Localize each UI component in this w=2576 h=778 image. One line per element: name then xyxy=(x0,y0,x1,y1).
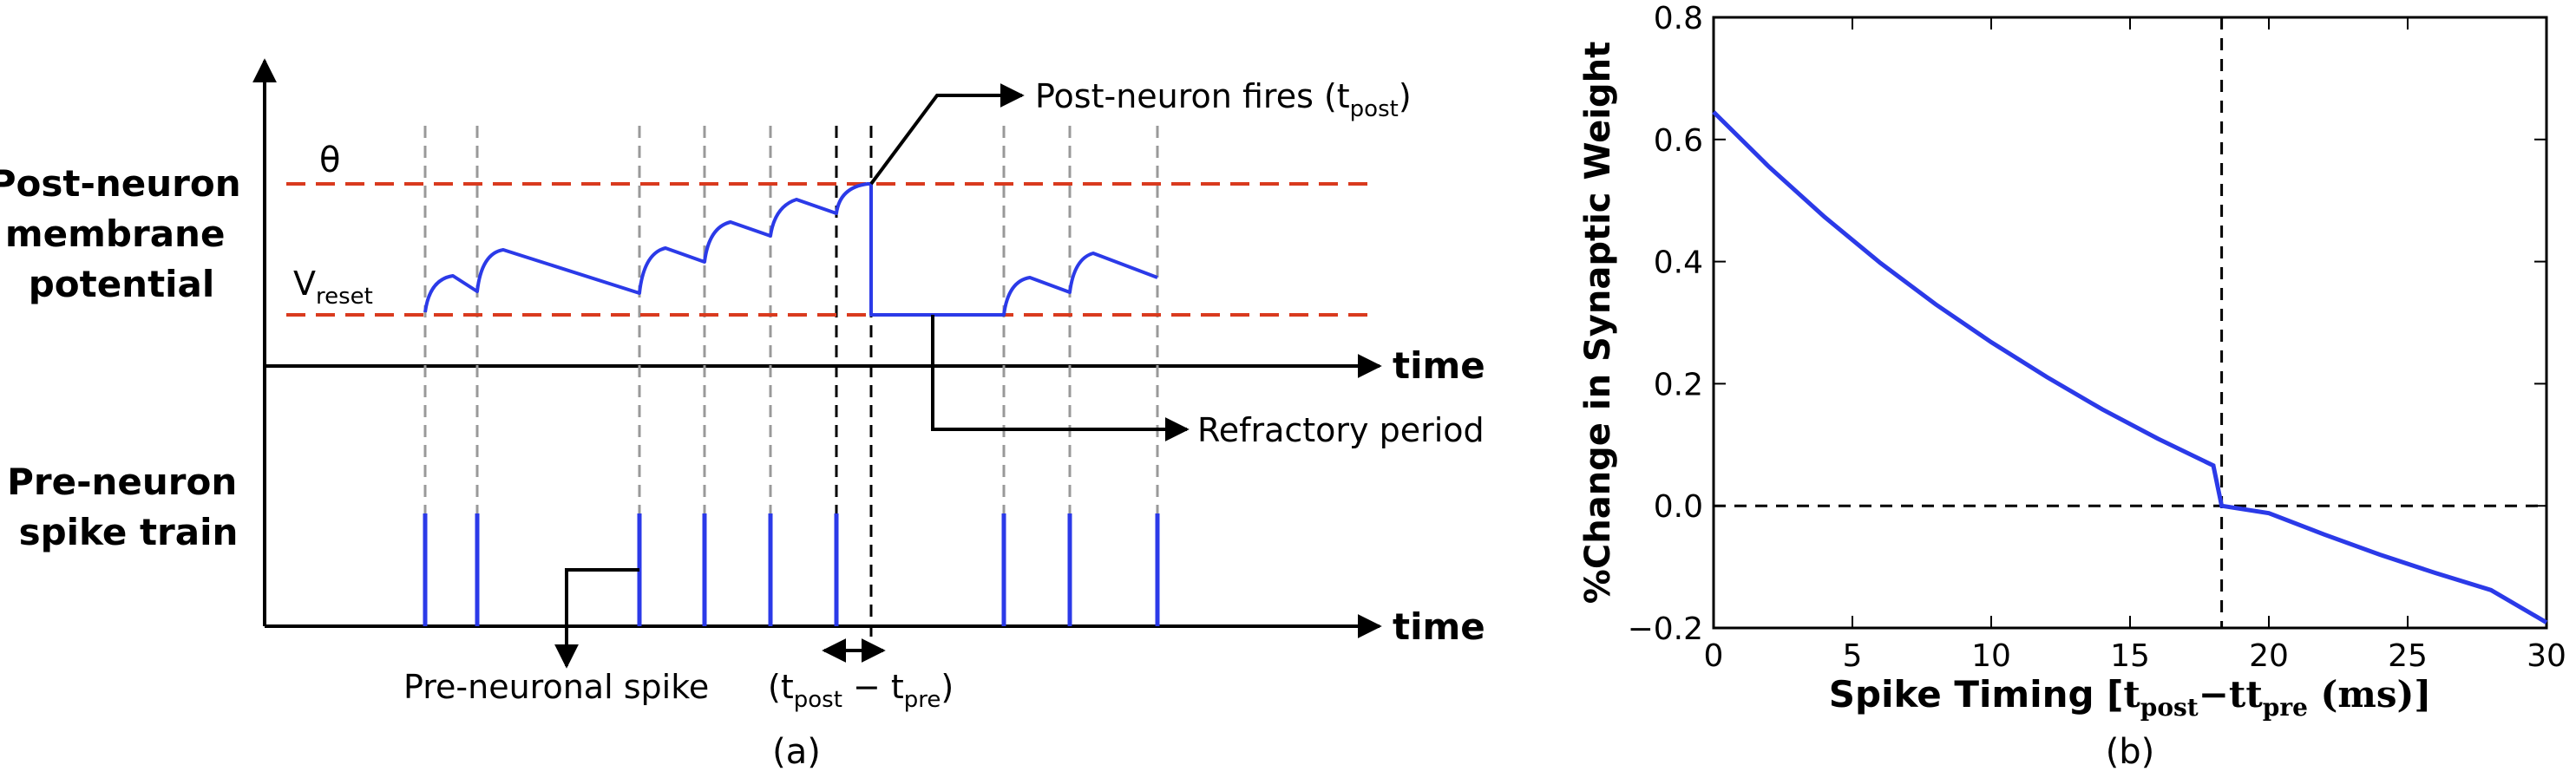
spike-guides xyxy=(423,126,1159,626)
pre-spike-callout-arrow xyxy=(554,568,639,669)
y-tick-label: 0.2 xyxy=(1654,367,1703,402)
panel-b-chart: 0 5 10 15 20 25 30 −0.2 0.0 0.2 0.4 0.6 0.8 %Change … xyxy=(1578,1,2566,772)
chart-x-label: Spike Timing [tpost−ttpre (ms)] xyxy=(1829,673,2431,722)
caption-a: (a) xyxy=(772,732,821,772)
x-tick-label: 25 xyxy=(2388,638,2428,674)
refractory-callout-arrow xyxy=(931,315,1190,441)
theta-label: θ xyxy=(319,141,340,180)
reference-lines xyxy=(1714,17,2547,628)
pre-spike-label: Pre-neuronal spike xyxy=(403,668,709,706)
y-tick-label: 0.8 xyxy=(1654,1,1703,36)
time-label-lower: time xyxy=(1393,605,1485,648)
membrane-trace xyxy=(423,182,1158,317)
x-tick-label: 5 xyxy=(1843,638,1863,674)
x-tick-label: 20 xyxy=(2249,638,2289,674)
x-tick-label: 10 xyxy=(1971,638,2011,674)
y-tick-label: 0.6 xyxy=(1654,123,1703,159)
timing-label: (tpost − tpre) xyxy=(768,668,954,713)
plot-frame xyxy=(1712,16,2548,630)
caption-b: (b) xyxy=(2106,732,2155,772)
refractory-label: Refractory period xyxy=(1197,411,1485,449)
x-tick-label: 15 xyxy=(2110,638,2150,674)
pre-spike-train xyxy=(423,513,1160,626)
fires-label: Post-neuron fires (tpost) xyxy=(1035,77,1412,122)
stdp-curve xyxy=(1712,110,2548,624)
y-tick-label: 0.4 xyxy=(1654,245,1703,281)
x-tick-label: 0 xyxy=(1704,638,1724,674)
spike-train-label: Pre-neuron spike train xyxy=(7,461,250,553)
time-label-upper: time xyxy=(1393,344,1485,387)
y-label: Post-neuron membrane potential xyxy=(0,162,253,305)
chart-y-label: %Change in Synaptic Weight xyxy=(1578,42,1618,604)
x-tick-label: 30 xyxy=(2527,638,2566,674)
axis-ticks: 0 5 10 15 20 25 30 −0.2 0.0 0.2 0.4 0.6 0.8 xyxy=(1628,1,2566,674)
vreset-label: Vreset xyxy=(293,265,373,310)
y-tick-label: −0.2 xyxy=(1628,611,1703,647)
y-tick-label: 0.0 xyxy=(1654,489,1703,525)
fires-callout-arrow xyxy=(869,83,1025,186)
panel-a: Post-neuron membrane potential Pre-neuro… xyxy=(0,58,1485,772)
